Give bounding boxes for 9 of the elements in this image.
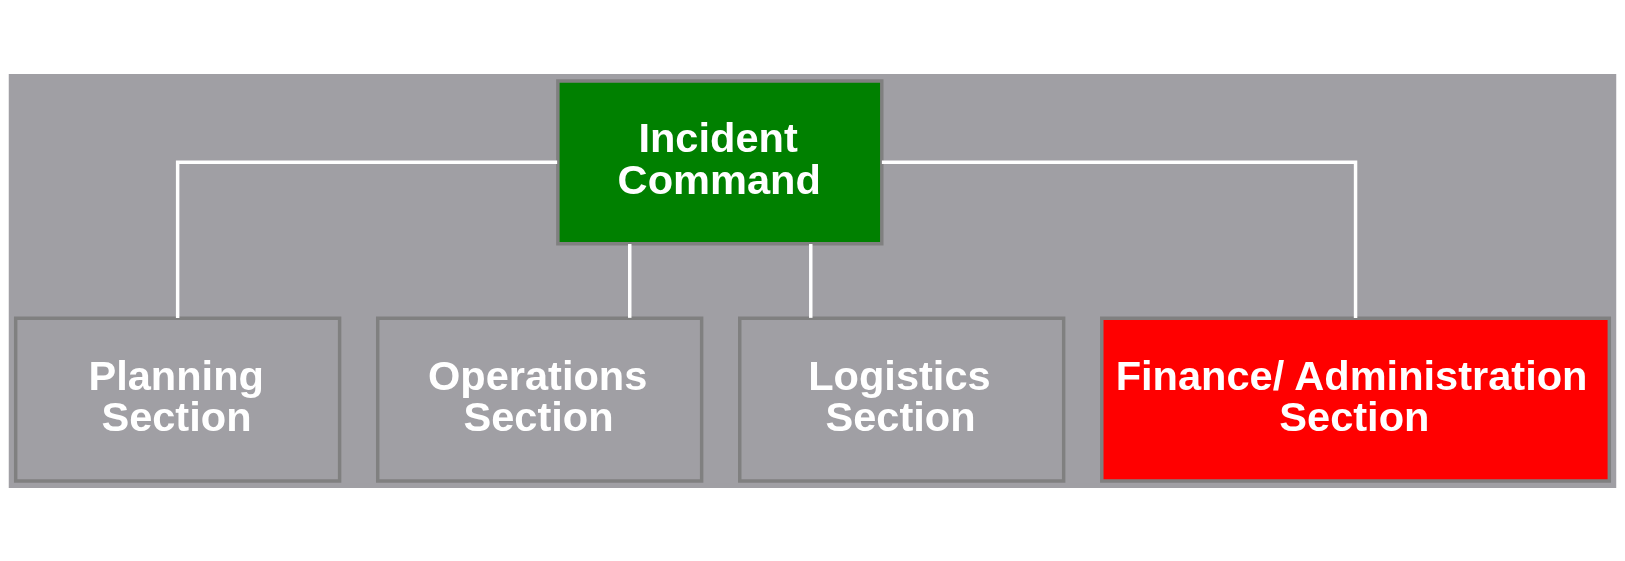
connector bbox=[881, 160, 1358, 318]
node-box: Finance/ Administration Section bbox=[1100, 316, 1612, 483]
node-box: Operations Section bbox=[375, 316, 704, 483]
node-box: Logistics Section bbox=[738, 316, 1066, 483]
connector bbox=[628, 243, 632, 318]
node-box: Incident Command bbox=[556, 78, 884, 245]
node-box: Planning Section bbox=[13, 316, 342, 483]
connector bbox=[175, 160, 558, 318]
connector bbox=[809, 243, 813, 318]
